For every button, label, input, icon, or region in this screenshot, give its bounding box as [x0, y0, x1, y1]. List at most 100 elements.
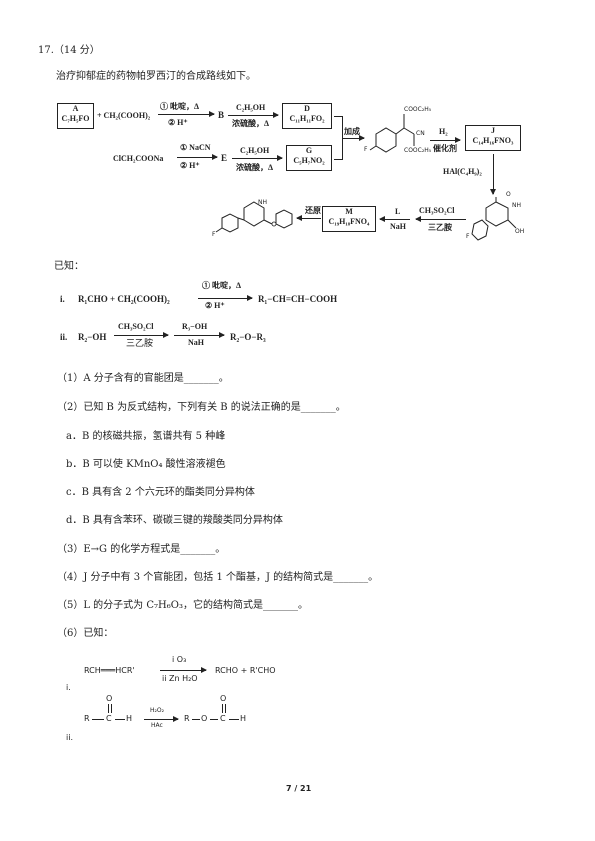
- compound-D-box: D C₁₁H₁₁FO₂: [282, 103, 332, 129]
- known6-i-products: RCHO + R'CHO: [215, 666, 276, 675]
- benzene-ring: [375, 127, 397, 153]
- arrow-J-down: [490, 154, 496, 195]
- known6-i-cond-bottom: ii Zn H₂O: [162, 674, 198, 683]
- compound-G-formula: C₅H₇NO₂: [293, 156, 325, 165]
- question-2-option-d: d．B 具有含苯环、碳碳三键的羧酸类同分异构体: [66, 515, 283, 526]
- known-i-product: R₁−CH=CH−COOH: [258, 294, 338, 304]
- question-2-option-c: c．B 具有含 2 个六元环的酯类同分异构体: [66, 487, 255, 498]
- adduct-ester-bottom: COOC₂H₅: [404, 147, 432, 154]
- question-points: （14 分）: [53, 45, 100, 56]
- bond: [395, 127, 405, 135]
- known6-ii-cond-top: H₂O₂: [150, 707, 165, 714]
- bond: [263, 219, 273, 225]
- question-1: （1）A 分子含有的官能团是_______。: [57, 373, 229, 384]
- arrow-to-J: [430, 137, 461, 143]
- cond-EG-bottom: 浓硫酸，Δ: [236, 163, 274, 172]
- arrow-to-M: [379, 216, 410, 222]
- known-ii-number: ii.: [60, 332, 68, 342]
- cond-J-top: H₂: [439, 127, 448, 136]
- known-ii-product: R₂−O−R₃: [230, 332, 266, 342]
- cond-BD-top: C₂H₅OH: [236, 103, 266, 112]
- compound-G-name: G: [305, 146, 313, 155]
- compound-M-name: M: [345, 207, 353, 216]
- known-ii-cond1-top: CH₃SO₂Cl: [118, 322, 154, 331]
- compound-M-box: M C₁₉H₁₈FNO₄: [322, 206, 376, 232]
- carbonyl-bond: [225, 704, 226, 713]
- lactam-oxygen: O: [506, 191, 511, 198]
- known-ii-cond2-top: R₃−OH: [182, 322, 208, 331]
- question-number-text: 17.: [38, 45, 54, 56]
- known6-ii-product-r: R: [184, 714, 190, 723]
- question-2-option-a: a．B 的核磁共振，氢谱共有 5 种峰: [66, 431, 226, 442]
- compound-A-box: A C₇H₅FO: [57, 103, 94, 129]
- known6-ii-product-c: C: [220, 714, 226, 723]
- carbonyl-bond: [111, 704, 112, 713]
- bond: [403, 127, 415, 135]
- compound-D-formula: C₁₁H₁₁FO₂: [289, 114, 325, 123]
- known-i-cond-bottom: ② H⁺: [205, 301, 225, 310]
- question-5: （5）L 的分子式为 C₇H₆O₃，它的结构简式是_______。: [57, 600, 308, 611]
- known-i-arrow: [198, 295, 253, 301]
- known-ii-cond2-bottom: NaH: [188, 338, 204, 347]
- compound-M-formula: C₁₉H₁₈FNO₄: [328, 217, 370, 226]
- carbonyl-bond: [108, 704, 109, 713]
- adduct-structure: [369, 114, 415, 153]
- bond: [237, 217, 245, 221]
- arrow-to-E: [177, 154, 218, 160]
- carbonyl-bond: [222, 704, 223, 713]
- known-i-number: i.: [60, 294, 65, 304]
- bond: [115, 719, 125, 720]
- cond-E-bottom: ② H⁺: [180, 161, 200, 170]
- known6-ii-product-h: H: [240, 714, 247, 723]
- known-ii-arrow2: [174, 332, 225, 338]
- cond-BD-bottom: 浓硫酸，Δ: [232, 119, 270, 128]
- question-2: （2）已知 B 为反式结构，下列有关 B 的说法正确的是_______。: [57, 402, 346, 413]
- cond-M-bottom: NaH: [390, 222, 406, 231]
- bond: [507, 219, 517, 229]
- known6-ii-number: ii.: [66, 733, 73, 742]
- cond-reduction: 还原: [305, 206, 321, 215]
- cond-AB-top: ① 吡啶，Δ: [160, 102, 200, 111]
- compound-G-box: G C₅H₇NO₂: [286, 145, 332, 171]
- ether-oxygen: [271, 221, 277, 227]
- paroxetine-structure: [215, 201, 293, 233]
- known6-ii-cond-bottom: HAc: [151, 722, 163, 729]
- piperidone-ring: [485, 201, 509, 227]
- arrow-B-D: [228, 112, 279, 118]
- known6-i-cond-top: i O₃: [172, 655, 187, 664]
- cond-J-bottom: 催化剂: [433, 144, 457, 153]
- arrow-to-product: [296, 215, 321, 221]
- question-number: 17.（14 分）: [38, 44, 100, 57]
- compound-A-formula: C₇H₅FO: [61, 114, 90, 123]
- known-ii-cond1-bottom: 三乙胺: [126, 339, 154, 349]
- known6-i-reactant: RCH═══HCR': [84, 666, 135, 675]
- compound-D-name: D: [304, 104, 310, 113]
- question-4: （4）J 分子中有 3 个官能团，包括 1 个酯基，J 的结构简式是______…: [57, 572, 379, 583]
- lactam-hydroxyl: OH: [515, 228, 525, 235]
- arrow-lactam-L: [415, 216, 466, 222]
- aryl-ring: [471, 219, 489, 241]
- lactam-structure: [471, 197, 517, 241]
- arrow-A-B: [158, 111, 215, 117]
- known-ii-reactant: R₂−OH: [78, 332, 107, 342]
- known6-ii-o: O: [106, 694, 113, 703]
- cond-E-top: ① NaCN: [180, 143, 211, 152]
- cond-EG-top: C₂H₅OH: [240, 146, 270, 155]
- known6-ii-h: H: [126, 714, 133, 723]
- bond: [229, 719, 239, 720]
- bond: [215, 227, 223, 233]
- compound-A-name: A: [72, 104, 79, 113]
- compound-E: E: [221, 153, 228, 163]
- known6-ii-product-carbonyl-o: O: [220, 694, 227, 703]
- lactam-fluorine: F: [466, 233, 470, 240]
- arrow-addition: [342, 135, 365, 141]
- known6-ii-c: C: [106, 714, 112, 723]
- compound-J-name: J: [491, 126, 495, 135]
- compound-B: B: [218, 110, 225, 120]
- known6-ii-r: R: [84, 714, 90, 723]
- question-6: （6）已知：: [57, 628, 114, 639]
- question-2-option-b: b．B 可以使 KMnO₄ 酸性溶液褪色: [66, 459, 226, 470]
- bond: [92, 719, 104, 720]
- question-3: （3）E→G 的化学方程式是_______。: [57, 544, 226, 555]
- known-label: 已知：: [54, 261, 84, 272]
